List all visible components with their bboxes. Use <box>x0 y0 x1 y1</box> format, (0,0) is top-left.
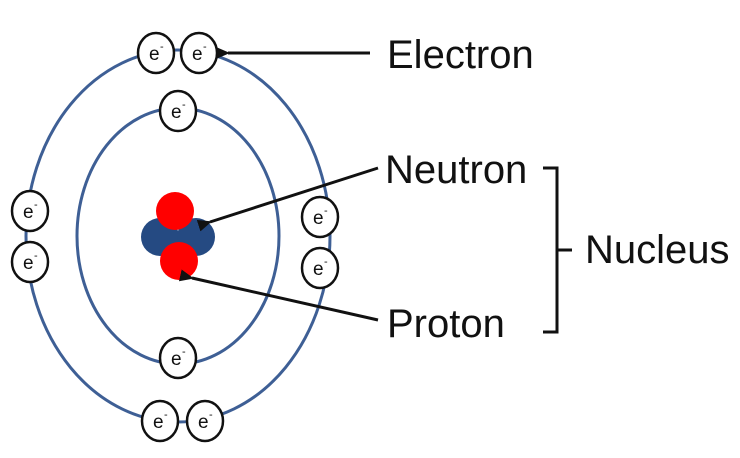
nucleus-bracket <box>543 166 572 334</box>
electron-symbol: e <box>23 202 34 223</box>
electron-label: Electron <box>387 33 534 77</box>
electron-circle <box>140 399 180 443</box>
electron-6: e- <box>300 195 340 239</box>
electron-charge: - <box>34 250 38 262</box>
electron-symbol: e <box>198 412 209 433</box>
electron-9: e- <box>140 399 180 443</box>
electron-7: e- <box>300 246 340 290</box>
electron-charge: - <box>182 99 186 111</box>
electron-symbol: e <box>313 259 324 280</box>
electron-3: e- <box>158 89 198 133</box>
electron-symbol: e <box>171 349 182 370</box>
electron-symbol: e <box>153 412 164 433</box>
electron-charge: - <box>324 256 328 268</box>
electron-5: e- <box>10 240 50 284</box>
electron-circle <box>300 246 340 290</box>
electron-8: e- <box>158 336 198 380</box>
electron-circle <box>10 189 50 233</box>
electron-charge: - <box>164 409 168 421</box>
proton-top <box>156 192 194 230</box>
nucleus <box>141 192 215 280</box>
electron-symbol: e <box>149 44 160 65</box>
electron-1: e- <box>136 31 176 75</box>
electron-charge: - <box>34 199 38 211</box>
electron-circle <box>158 89 198 133</box>
electron-circle <box>300 195 340 239</box>
proton-label: Proton <box>387 302 505 346</box>
electron-symbol: e <box>171 102 182 123</box>
electrons: e-e-e-e-e-e-e-e-e-e- <box>10 31 340 443</box>
electron-symbol: e <box>23 253 34 274</box>
electron-symbol: e <box>313 208 324 229</box>
nucleus-label: Nucleus <box>585 228 730 272</box>
electron-circle <box>136 31 176 75</box>
proton-arrow <box>178 269 379 322</box>
electron-charge: - <box>182 346 186 358</box>
electron-2: e- <box>179 31 219 75</box>
electron-10: e- <box>185 399 225 443</box>
neutron-label: Neutron <box>385 148 527 192</box>
electron-circle <box>10 240 50 284</box>
electron-symbol: e <box>192 44 203 65</box>
electron-charge: - <box>203 41 207 53</box>
electron-charge: - <box>160 41 164 53</box>
electron-charge: - <box>324 205 328 217</box>
electron-circle <box>158 336 198 380</box>
electron-circle <box>185 399 225 443</box>
electron-charge: - <box>209 409 213 421</box>
neutron-arrow <box>196 166 379 232</box>
proton-bottom <box>160 242 198 280</box>
electron-4: e- <box>10 189 50 233</box>
